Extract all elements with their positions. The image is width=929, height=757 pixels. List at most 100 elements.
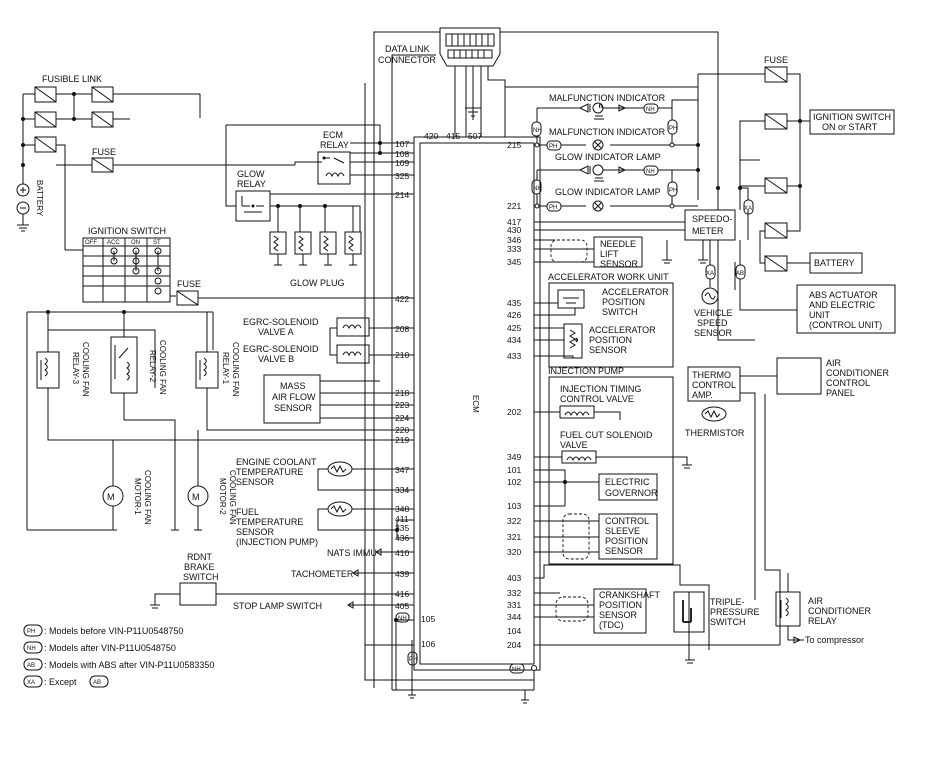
speedometer-line1: SPEEDO- <box>692 214 733 224</box>
pin-405: 405 <box>395 601 409 611</box>
glow-relay-label-1: GLOW <box>237 169 265 179</box>
pin-345: 345 <box>507 257 521 267</box>
pin-417: 417 <box>507 217 521 227</box>
abs-line4: (CONTROL UNIT) <box>809 320 882 330</box>
ac-relay-line3: RELAY <box>808 616 837 626</box>
fuse-label-2: FUSE <box>177 279 201 289</box>
fuse-ecm: FUSE <box>21 147 322 173</box>
nh-tag-bottom: NH <box>512 667 521 673</box>
pin-416: 416 <box>395 589 409 599</box>
accelerator-work-unit: ACCELERATOR WORK UNIT ACCELERATOR POSITI… <box>507 272 674 368</box>
pin-322: 322 <box>507 516 521 526</box>
ign-col-on: ON <box>131 240 140 246</box>
pin-202: 202 <box>507 407 521 417</box>
legend-text-nh: : Models after VIN-P11U0548750 <box>44 643 176 653</box>
injection-pump: INJECTION PUMP INJECTION TIMING CONTROL … <box>507 366 692 565</box>
fan-motor-2-line2: MOTOR-2 <box>218 478 227 515</box>
pin-348: 348 <box>395 504 409 514</box>
pin-321: 321 <box>507 532 521 542</box>
battery-vertical-label: BATTERY <box>35 180 44 217</box>
cooling-fan-motors: M M COOLING FAN MOTOR-1 COOLING FAN MOTO… <box>27 430 237 531</box>
fuel-temp-line2: TEMPERATURE <box>236 517 303 527</box>
nh-tag-mil: NH <box>646 107 655 113</box>
egrc-a-line1: EGRC-SOLENOID <box>243 317 319 327</box>
crank-line3: SENSOR <box>599 610 638 620</box>
speedometer: SPEEDO- METER XA XA AB VEHICLE SPEED SEN… <box>507 186 797 338</box>
nh-tag-glow-left: NH <box>533 186 542 192</box>
thermo-line1: THERMO <box>692 370 731 380</box>
ign-on-start-line1: IGNITION SWITCH <box>813 112 891 122</box>
injection-pump-label: INJECTION PUMP <box>548 366 624 376</box>
timing-valve-line2: CONTROL VALVE <box>560 394 634 404</box>
ph-tag-glow-bottom: PH <box>549 205 557 211</box>
pin-223: 223 <box>395 400 409 410</box>
abs-line2: AND ELECTRIC <box>809 300 876 310</box>
pin-439: 439 <box>395 569 409 579</box>
ac-system: TRIPLE- PRESSURE SWITCH THERMO CONTROL A… <box>673 159 890 664</box>
ignition-switch-label: IGNITION SWITCH <box>88 226 166 236</box>
legend-tag-nh: NH <box>27 646 36 652</box>
pin-425: 425 <box>507 323 521 333</box>
accel-switch-line3: SWITCH <box>602 307 638 317</box>
fan-relay-1-line2: RELAY-1 <box>221 352 230 385</box>
needle-line3: SENSOR <box>600 259 639 269</box>
ab-tag-vss: AB <box>736 271 744 277</box>
speedometer-line2: METER <box>692 226 724 236</box>
nats-label: NATS IMMU <box>327 548 377 558</box>
stop-lamp-label: STOP LAMP SWITCH <box>233 601 322 611</box>
thermo-line2: CONTROL <box>692 380 736 390</box>
sleeve-line2: SLEEVE <box>605 526 640 536</box>
motor-1-symbol: M <box>107 492 115 502</box>
pin-210: 210 <box>395 350 409 360</box>
fan-relay-2-line2: RELAY-2 <box>148 350 157 383</box>
coolant-line3: SENSOR <box>236 477 275 487</box>
brake-switch-line2: BRAKE <box>184 562 215 572</box>
pin-347: 347 <box>395 465 409 475</box>
ph-tag-mil-bottom: PH <box>549 144 557 150</box>
egrc-b-line1: EGRC-SOLENOID <box>243 344 319 354</box>
ac-relay-line1: AIR <box>808 596 824 606</box>
pin-218: 218 <box>395 388 409 398</box>
maf-line2: AIR FLOW <box>272 392 316 402</box>
pin-104: 104 <box>507 626 521 636</box>
pin-434: 434 <box>507 335 521 345</box>
accel-switch-line2: POSITION <box>602 297 645 307</box>
vss-line1: VEHICLE <box>694 308 733 318</box>
coolant-line1: ENGINE COOLANT <box>236 457 317 467</box>
needle-line2: LIFT <box>600 249 619 259</box>
ign-col-st: ST <box>153 240 161 246</box>
pin-105: 105 <box>421 614 435 624</box>
fan-relay-3-line1: COOLING FAN <box>81 342 90 397</box>
vss-line3: SENSOR <box>694 328 733 338</box>
glow-lamp-label-1: GLOW INDICATOR LAMP <box>555 152 661 162</box>
pin-108: 108 <box>395 149 409 159</box>
governor-line2: GOVERNOR <box>605 488 658 498</box>
pin-204: 204 <box>507 640 521 650</box>
pin-420: 420 <box>424 131 438 141</box>
tachometer-label: TACHOMETER <box>291 569 354 579</box>
fuse-label-1: FUSE <box>92 147 116 157</box>
triple-line2: PRESSURE <box>710 607 760 617</box>
fusible-link-block: FUSIBLE LINK BATTERY <box>16 74 201 250</box>
sleeve-line4: SENSOR <box>605 546 644 556</box>
ign-on-start-line2: ON or START <box>822 122 878 132</box>
pin-214: 214 <box>395 190 409 200</box>
pin-410: 410 <box>395 548 409 558</box>
battery-right-label: BATTERY <box>814 258 855 268</box>
crank-line2: POSITION <box>599 600 642 610</box>
pin-433: 433 <box>507 351 521 361</box>
sleeve-line3: POSITION <box>605 536 648 546</box>
glow-plug-label: GLOW PLUG <box>290 278 345 288</box>
malfunction-label-2: MALFUNCTION INDICATOR <box>549 127 666 137</box>
pin-422: 422 <box>395 294 409 304</box>
pin-335: 335 <box>395 523 409 533</box>
fuel-cut-line1: FUEL CUT SOLENOID <box>560 430 653 440</box>
crank-line1: CRANKSHAFT <box>599 590 661 600</box>
nh-tag-glow: NH <box>646 169 655 175</box>
dlc-label-2: CONNECTOR <box>378 55 436 65</box>
ecm-relay-label-2: RELAY <box>320 140 349 150</box>
pin-426: 426 <box>507 310 521 320</box>
fuel-temp-line4: (INJECTION PUMP) <box>236 537 318 547</box>
pin-349: 349 <box>507 452 521 462</box>
glow-lamp-label-2: GLOW INDICATOR LAMP <box>555 187 661 197</box>
